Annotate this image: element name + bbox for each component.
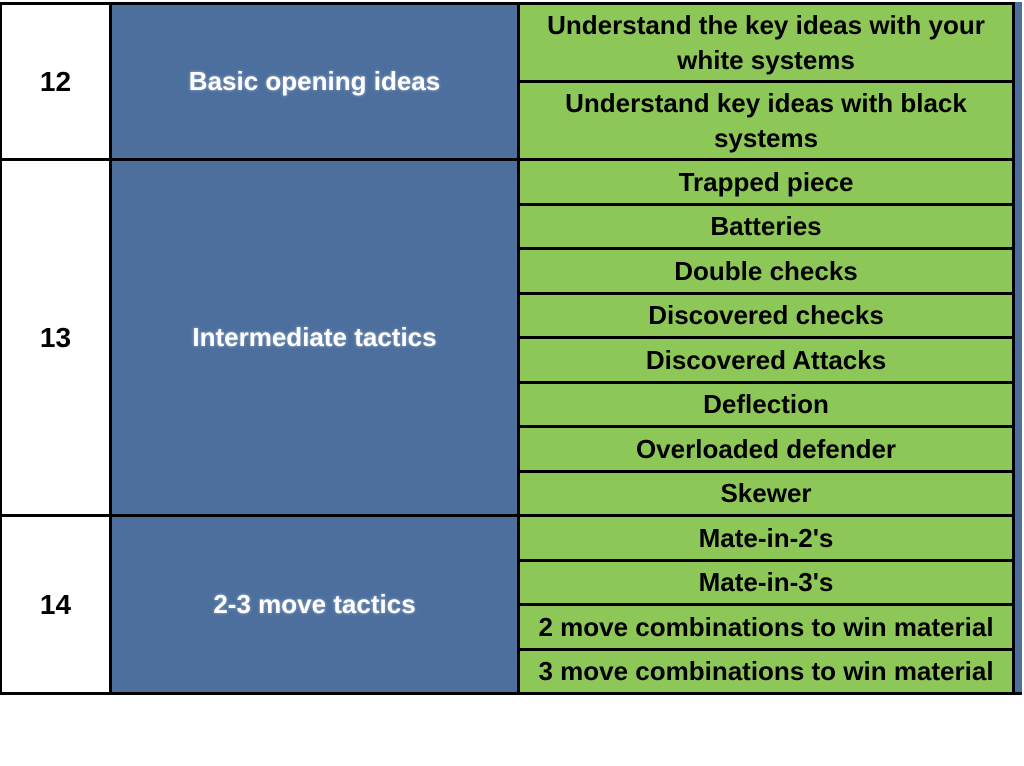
- curriculum-table: 12 Basic opening ideas Understand the ke…: [0, 2, 1024, 695]
- grade-number-cell: 13: [2, 161, 112, 517]
- topic-list: Mate-in-2's Mate-in-3's 2 move combinati…: [520, 517, 1015, 695]
- topic-cell: Understand the key ideas with your white…: [520, 5, 1015, 83]
- table-row-group-14: 14 2-3 move tactics Mate-in-2's Mate-in-…: [2, 517, 1015, 695]
- next-column-sliver: [1015, 2, 1022, 695]
- topic-cell: Mate-in-3's: [520, 561, 1015, 606]
- category-cell: Intermediate tactics: [112, 161, 520, 517]
- topic-cell: Batteries: [520, 205, 1015, 250]
- grade-number-cell: 12: [2, 5, 112, 161]
- topic-cell: 2 move combinations to win material: [520, 606, 1015, 651]
- topic-cell: Mate-in-2's: [520, 517, 1015, 562]
- topic-list: Understand the key ideas with your white…: [520, 5, 1015, 161]
- table-row-group-12: 12 Basic opening ideas Understand the ke…: [2, 5, 1015, 161]
- table-row-group-13: 13 Intermediate tactics Trapped piece Ba…: [2, 161, 1015, 517]
- topic-cell: 3 move combinations to win material: [520, 650, 1015, 695]
- topic-cell: Discovered checks: [520, 294, 1015, 339]
- topic-cell: Deflection: [520, 383, 1015, 428]
- topic-cell: Trapped piece: [520, 161, 1015, 206]
- topic-cell: Understand key ideas with black systems: [520, 83, 1015, 161]
- category-cell: Basic opening ideas: [112, 5, 520, 161]
- topic-cell: Discovered Attacks: [520, 339, 1015, 384]
- grade-number-cell: 14: [2, 517, 112, 695]
- topic-cell: Double checks: [520, 250, 1015, 295]
- category-cell: 2-3 move tactics: [112, 517, 520, 695]
- topic-cell: Overloaded defender: [520, 428, 1015, 473]
- topic-list: Trapped piece Batteries Double checks Di…: [520, 161, 1015, 517]
- table-grid: 12 Basic opening ideas Understand the ke…: [0, 2, 1015, 695]
- topic-cell: Skewer: [520, 472, 1015, 517]
